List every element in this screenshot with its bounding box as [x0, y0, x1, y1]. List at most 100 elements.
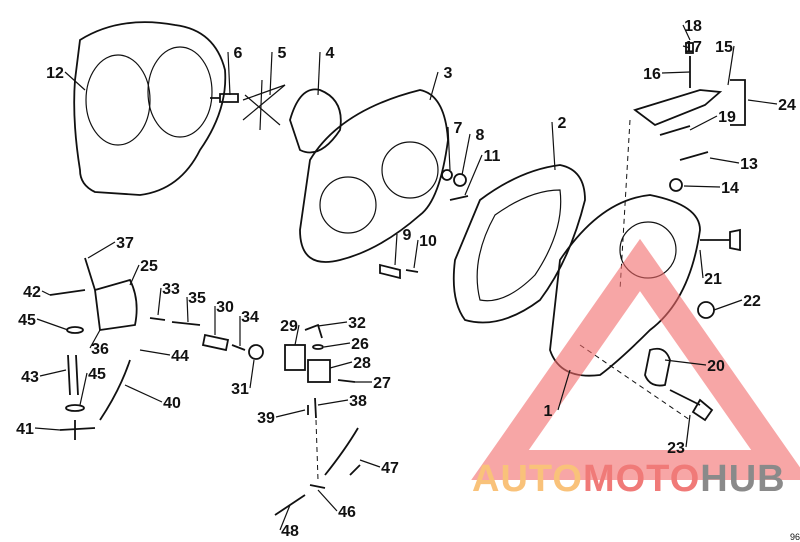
screw-11	[449, 195, 469, 201]
leader-line	[64, 71, 86, 91]
solenoid-25	[94, 278, 138, 332]
leader-line	[294, 324, 300, 346]
screw-33	[149, 317, 166, 321]
part-label-5: 5	[278, 45, 287, 62]
nut-8	[453, 173, 467, 187]
leader-line	[429, 71, 439, 101]
valve-5	[242, 79, 286, 131]
pin-35	[171, 321, 201, 326]
screw-6	[210, 93, 239, 103]
leader-line	[557, 369, 571, 411]
part-label-20: 20	[707, 358, 725, 375]
leader-line	[747, 99, 778, 105]
nut-22	[697, 301, 715, 319]
assembly-line	[579, 344, 691, 421]
hose-40	[99, 359, 131, 421]
gasket-hole	[85, 54, 151, 146]
part-label-25: 25	[140, 258, 158, 275]
part-label-12: 12	[46, 65, 64, 82]
part-label-36: 36	[91, 341, 109, 358]
part-label-38: 38	[349, 393, 367, 410]
part-label-18: 18	[684, 18, 702, 35]
leader-line	[36, 318, 69, 331]
part-label-9: 9	[403, 227, 412, 244]
part-label-33: 33	[162, 281, 180, 298]
leader-line	[79, 372, 88, 406]
clamp-45b	[65, 404, 85, 412]
part-label-48: 48	[281, 523, 299, 540]
part-label-4: 4	[326, 45, 335, 62]
gasket-29	[284, 344, 306, 371]
part-label-16: 16	[643, 66, 661, 83]
leader-line	[683, 185, 721, 188]
leader-line	[661, 71, 691, 74]
pin-38	[314, 397, 317, 419]
check-valve-20	[644, 347, 671, 387]
gasket-12	[73, 21, 227, 196]
part-label-3: 3	[444, 65, 453, 82]
leader-line	[682, 45, 691, 49]
part-label-27: 27	[373, 375, 391, 392]
housing-28	[307, 359, 331, 383]
leader-line	[317, 399, 349, 406]
washer-7	[441, 169, 453, 181]
leader-line	[727, 45, 735, 86]
leader-line	[186, 296, 189, 323]
part-label-13: 13	[740, 156, 758, 173]
part-label-45: 45	[18, 312, 36, 329]
watermark-triangle	[471, 238, 800, 480]
leader-line	[664, 359, 707, 366]
leader-line	[89, 329, 101, 349]
plate-port	[319, 176, 377, 234]
leader-line	[269, 51, 273, 96]
leader-line	[359, 459, 381, 468]
screw-13	[679, 151, 709, 161]
leader-line	[551, 121, 556, 171]
part-label-6: 6	[234, 45, 243, 62]
screw-42	[49, 289, 86, 296]
part-label-19: 19	[718, 109, 736, 126]
leader-line	[461, 133, 471, 176]
valve-4	[289, 88, 342, 154]
screw-27	[337, 379, 356, 383]
plate-3	[299, 89, 449, 263]
leader-line	[157, 287, 162, 316]
sleeve-30	[201, 333, 230, 352]
leader-line	[139, 349, 171, 356]
part-label-17: 17	[684, 39, 702, 56]
plate-port	[381, 141, 439, 199]
leader-line	[329, 361, 353, 369]
oring-26	[312, 344, 324, 350]
part-label-11: 11	[484, 148, 501, 165]
leader-line	[34, 427, 61, 431]
part-label-43: 43	[21, 369, 39, 386]
bolt-23	[669, 389, 714, 422]
leader-line	[124, 384, 163, 403]
pump-body-1	[549, 194, 701, 377]
part-label-30: 30	[216, 299, 234, 316]
part-label-31: 31	[231, 381, 249, 398]
pin-9	[379, 263, 401, 280]
leader-line	[317, 51, 321, 96]
part-label-21: 21	[704, 271, 722, 288]
leader-line	[713, 299, 743, 311]
part-label-15: 15	[715, 39, 733, 56]
watermark-moto: MOTO	[582, 458, 701, 500]
gasket-hole	[147, 46, 213, 138]
part-label-46: 46	[338, 504, 356, 521]
leader-line	[689, 115, 718, 131]
screw-21	[700, 228, 741, 252]
leader-line	[709, 157, 740, 164]
leader-line	[685, 414, 691, 448]
leader-line	[41, 290, 51, 296]
part-label-14: 14	[721, 180, 739, 197]
part-label-47: 47	[381, 460, 399, 477]
screw-10	[405, 269, 419, 273]
fitting-46	[309, 484, 326, 489]
leader-line	[447, 126, 451, 171]
leader-line	[682, 24, 691, 41]
part-label-45: 45	[88, 366, 106, 383]
spring-34	[231, 344, 246, 351]
